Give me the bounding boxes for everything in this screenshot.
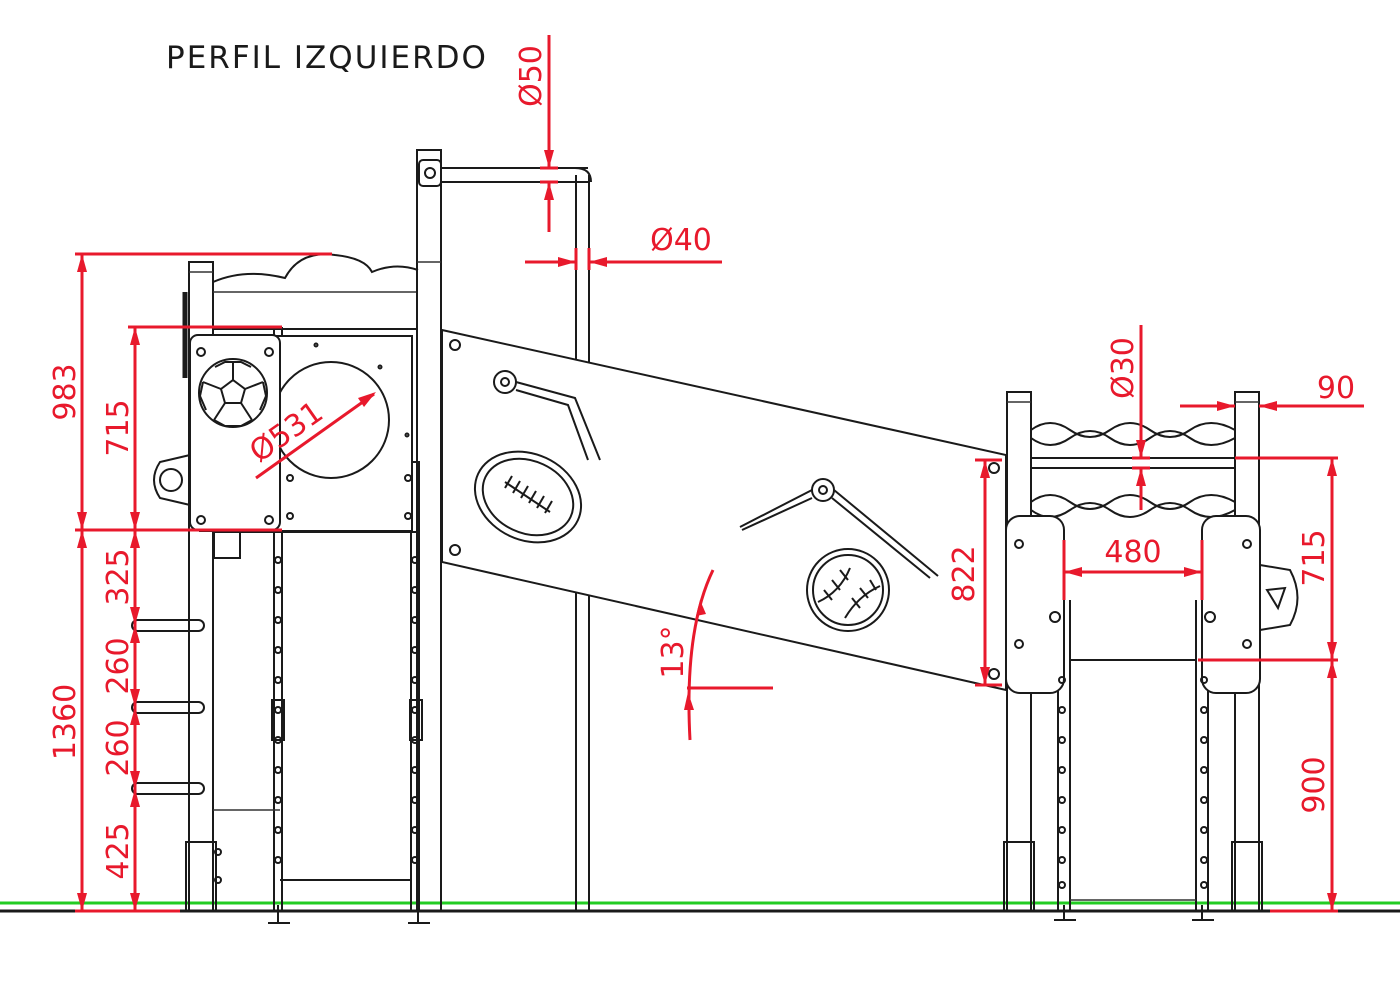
dimension-lines [75, 35, 1364, 913]
page-title: PERFIL IZQUIERDO [166, 40, 488, 76]
dim-715-right: 715 [1297, 529, 1332, 586]
dim-325: 325 [101, 548, 136, 605]
baseball-icon [806, 548, 890, 632]
dim-260-lower: 260 [101, 719, 136, 776]
dim-715-left: 715 [101, 399, 136, 456]
dim-260-upper: 260 [101, 637, 136, 694]
dim-50: Ø50 [514, 45, 549, 107]
dim-1360: 1360 [48, 684, 83, 760]
dim-425: 425 [101, 822, 136, 879]
dim-480: 480 [1104, 535, 1161, 570]
dim-900: 900 [1297, 756, 1332, 813]
left-tower [131, 253, 430, 924]
dim-822: 822 [947, 545, 982, 602]
climbing-panel [441, 328, 1007, 692]
dim-983: 983 [48, 363, 83, 420]
dim-angle-13: 13° [656, 625, 691, 678]
football-icon [473, 450, 583, 544]
dim-40: Ø40 [650, 223, 712, 258]
soccer-ball-icon [198, 358, 268, 428]
ground [0, 901, 1400, 913]
right-structure [1003, 391, 1299, 921]
dim-90: 90 [1317, 371, 1355, 406]
dim-30: Ø30 [1106, 337, 1141, 399]
